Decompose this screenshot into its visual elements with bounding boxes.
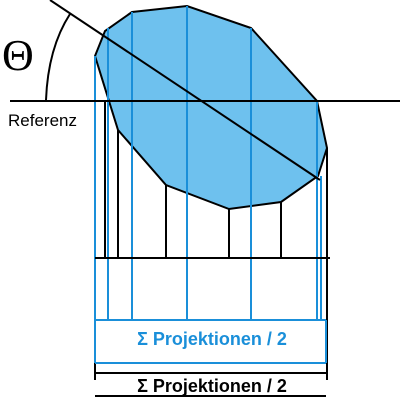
blue-projection-lines [94, 6, 322, 345]
blue-projection-label: Σ Projektionen / 2 [137, 329, 287, 349]
blue-dimension-bracket [94, 319, 327, 364]
angle-arc [45, 13, 71, 101]
black-projection-label: Σ Projektionen / 2 [137, 376, 287, 396]
diagonal-line [49, 0, 321, 181]
reference-label: Referenz [8, 111, 77, 130]
angle-symbol: Θ [2, 31, 34, 80]
black-dimension-bracket [95, 372, 326, 397]
